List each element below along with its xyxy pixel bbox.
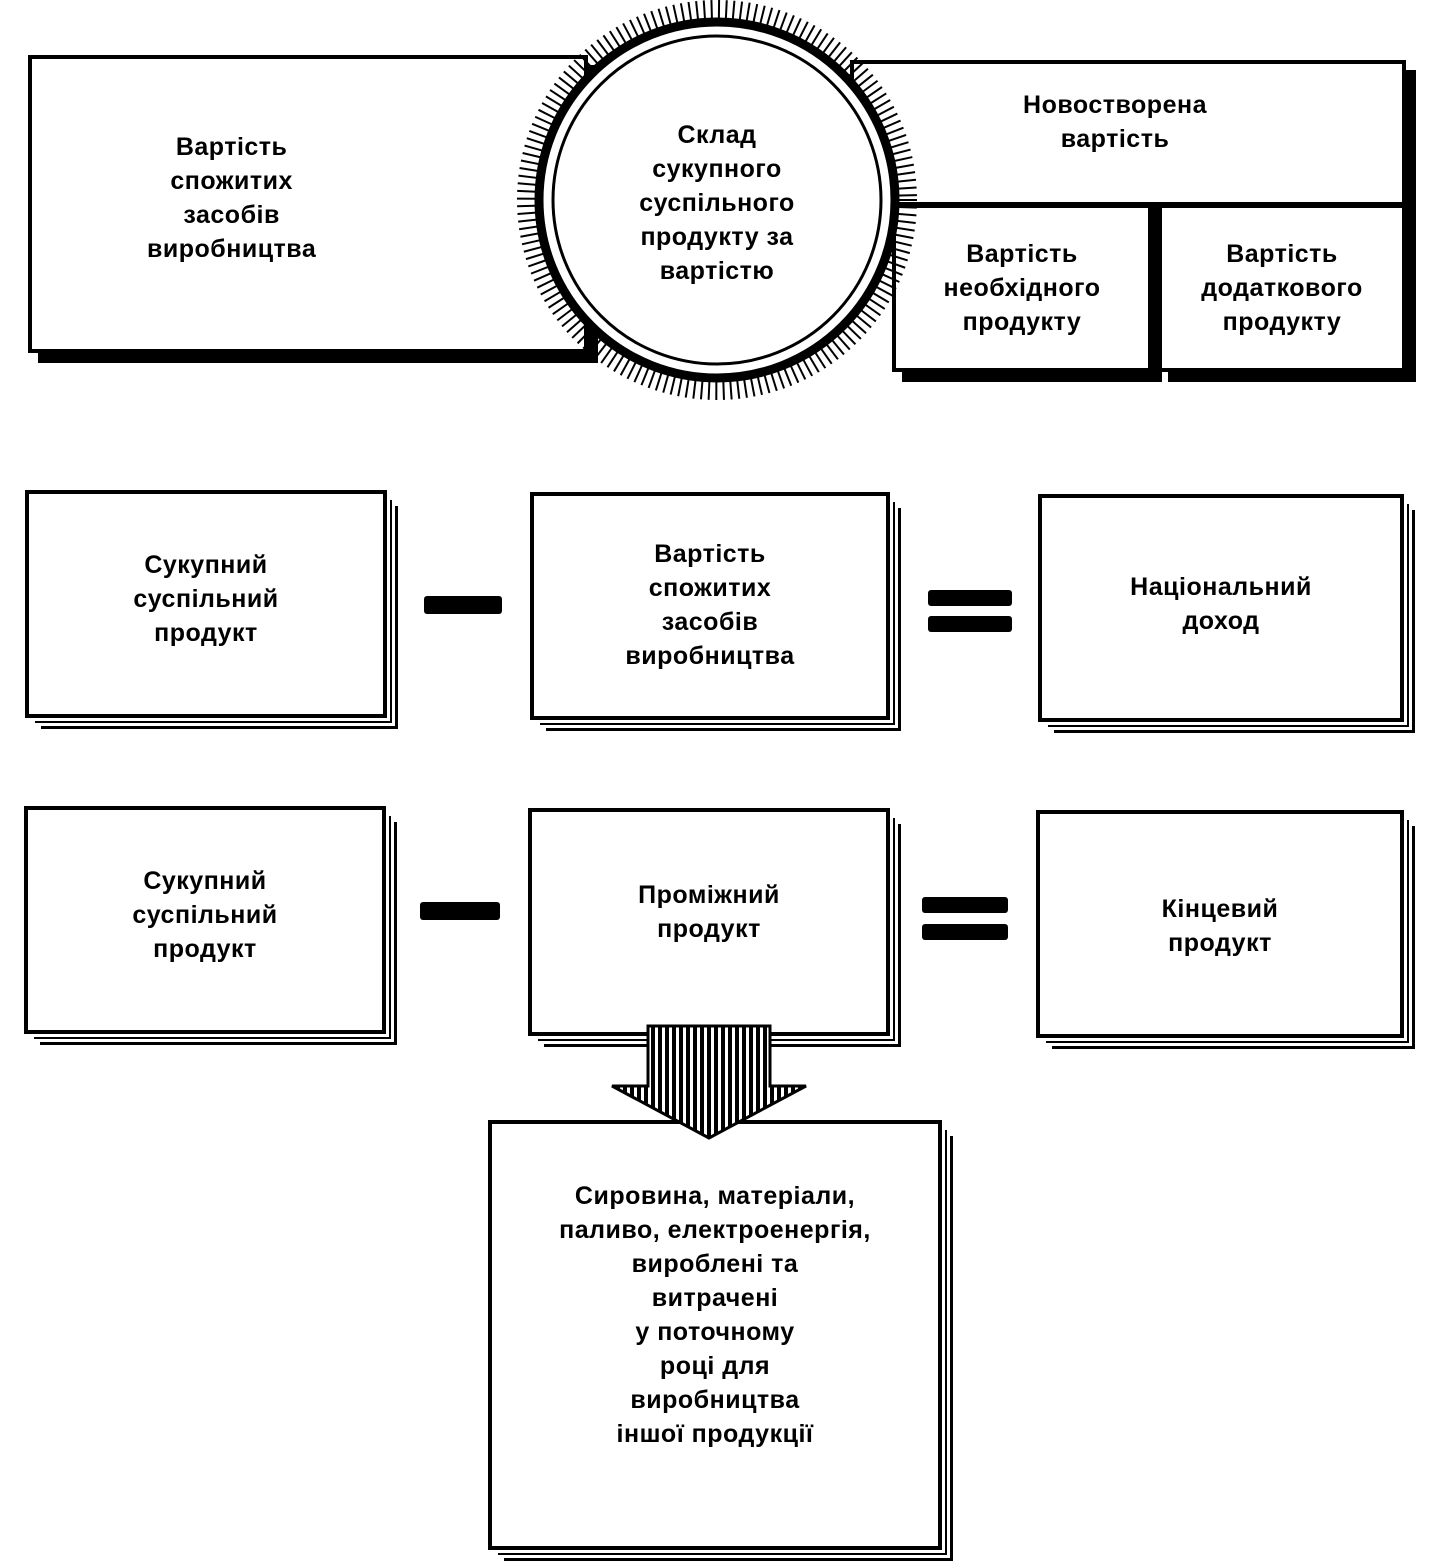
intermediate-components-label: Сировина, матеріали, паливо, електроенер… bbox=[559, 1182, 871, 1448]
consumed-means-box: Вартість спожитих засобів виробництва bbox=[28, 55, 588, 353]
consumed-means-label: Вартість спожитих засобів виробництва bbox=[147, 133, 317, 263]
necessary-product-label: Вартість необхідного продукту bbox=[943, 240, 1101, 336]
row1-national-income-box: Національний доход bbox=[1038, 494, 1415, 733]
row2-intermediate-product-label: Проміжний продукт bbox=[638, 881, 780, 943]
circle-label: Склад сукупного суспільного продукту за … bbox=[639, 121, 795, 285]
row1-minus-sign bbox=[424, 596, 502, 614]
row2-intermediate-product-box: Проміжний продукт bbox=[528, 808, 901, 1047]
surplus-product-box: Вартість додаткового продукту bbox=[1158, 204, 1406, 372]
new-value-label: Новостворена вартість bbox=[1023, 91, 1207, 153]
surplus-product-label: Вартість додаткового продукту bbox=[1201, 240, 1363, 336]
composition-circle bbox=[516, 0, 917, 401]
intermediate-components-box: Сировина, матеріали, паливо, електроенер… bbox=[488, 1120, 953, 1561]
necessary-product-box: Вартість необхідного продукту bbox=[892, 204, 1152, 372]
row2-final-product-box: Кінцевий продукт bbox=[1036, 810, 1415, 1049]
row2-total-product-box: Сукупний суспільний продукт bbox=[24, 806, 397, 1045]
row2-final-product-label: Кінцевий продукт bbox=[1161, 895, 1279, 957]
row1-total-product-box: Сукупний суспільний продукт bbox=[25, 490, 398, 729]
row1-equals-top-bar bbox=[928, 590, 1012, 606]
row1-total-product-label: Сукупний суспільний продукт bbox=[133, 551, 279, 647]
row2-total-product-label: Сукупний суспільний продукт bbox=[132, 867, 278, 963]
row1-consumed-means-box: Вартість спожитих засобів виробництва bbox=[530, 492, 901, 731]
row1-consumed-means-label: Вартість спожитих засобів виробництва bbox=[625, 540, 795, 670]
row2-equals-top-bar bbox=[922, 897, 1008, 913]
row2-equals-bottom-bar bbox=[922, 924, 1008, 940]
row2-minus-sign bbox=[420, 902, 500, 920]
row1-national-income-label: Національний доход bbox=[1130, 573, 1312, 635]
row1-equals-bottom-bar bbox=[928, 616, 1012, 632]
